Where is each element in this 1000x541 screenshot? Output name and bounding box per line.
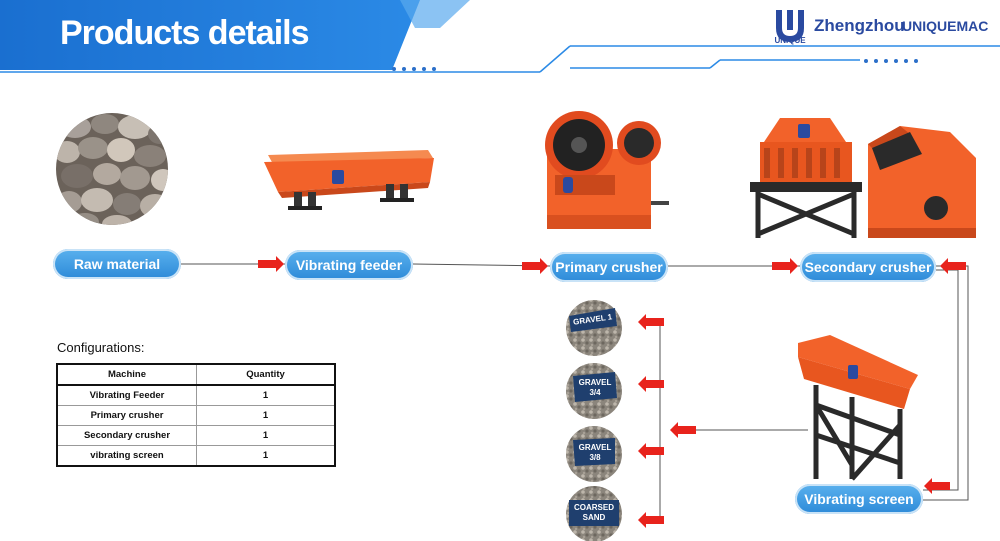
gravel-label-line2: 3/4 [589, 388, 601, 397]
logo-mark-text: UNIQUE [774, 36, 806, 45]
gravel-label-line1: GRAVEL [579, 378, 612, 387]
configurations-table: Machine Quantity Vibrating Feeder 1 Prim… [56, 363, 336, 467]
table-header-row: Machine Quantity [57, 364, 335, 386]
primary-jaw-crusher-image [545, 111, 669, 229]
arrow-icon [638, 512, 664, 528]
arrow-icon [522, 258, 548, 274]
gravel-label-line1: GRAVEL [579, 443, 612, 452]
column-header-machine: Machine [57, 364, 197, 386]
configurations-heading: Configurations: [57, 340, 145, 355]
quantity-cell: 1 [196, 425, 335, 446]
gravel-outputs: GRAVEL 1 GRAVEL 3/4 GRAVEL 3/8 COARSED S… [566, 300, 622, 541]
table-row: Primary crusher 1 [57, 405, 335, 426]
quantity-cell: 1 [196, 385, 335, 406]
table-row: Vibrating Feeder 1 [57, 385, 335, 406]
arrow-icon [670, 422, 696, 438]
vibrating-screen-image [798, 335, 918, 481]
primary-crusher-label: Primary crusher [550, 252, 668, 282]
arrow-icon [940, 258, 966, 274]
gravel-label-line1: COARSED [574, 503, 614, 512]
secondary-crushers-image [750, 118, 976, 238]
vibrating-feeder-image [264, 150, 434, 210]
arrow-icon [638, 376, 664, 392]
arrow-icon [772, 258, 798, 274]
vibrating-feeder-label: Vibrating feeder [285, 250, 413, 280]
column-header-quantity: Quantity [196, 364, 335, 386]
gravel-label-line2: 3/8 [589, 453, 601, 462]
machine-cell: Vibrating Feeder [57, 385, 197, 406]
vibrating-screen-label: Vibrating screen [795, 484, 923, 514]
company-logo-icon [776, 10, 804, 42]
logo-brand-zhengzhou: Zhengzhou [814, 16, 905, 35]
gravel-output-4: COARSED SAND [566, 486, 622, 541]
gravel-output-1: GRAVEL 1 [566, 300, 622, 356]
logo-brand-uniquemac: UNIQUEMAC [902, 18, 989, 34]
table-row: vibrating screen 1 [57, 445, 335, 467]
arrow-icon [638, 443, 664, 459]
gravel-label-line2: SAND [583, 513, 606, 522]
gravel-output-2: GRAVEL 3/4 [566, 363, 622, 419]
arrow-icon [638, 314, 664, 330]
machine-cell: Primary crusher [57, 405, 197, 426]
quantity-cell: 1 [196, 405, 335, 426]
arrow-icon [258, 256, 284, 272]
raw-material-pebbles-image [56, 113, 168, 225]
page-title: Products details [60, 14, 310, 52]
secondary-crusher-label: Secondary crusher [800, 252, 936, 282]
table-row: Secondary crusher 1 [57, 425, 335, 446]
quantity-cell: 1 [196, 445, 335, 467]
raw-material-label: Raw material [53, 249, 181, 279]
arrow-icon [924, 478, 950, 494]
machine-cell: Secondary crusher [57, 425, 197, 446]
header-band [0, 0, 1000, 73]
gravel-output-3: GRAVEL 3/8 [566, 426, 622, 482]
machine-cell: vibrating screen [57, 445, 197, 467]
